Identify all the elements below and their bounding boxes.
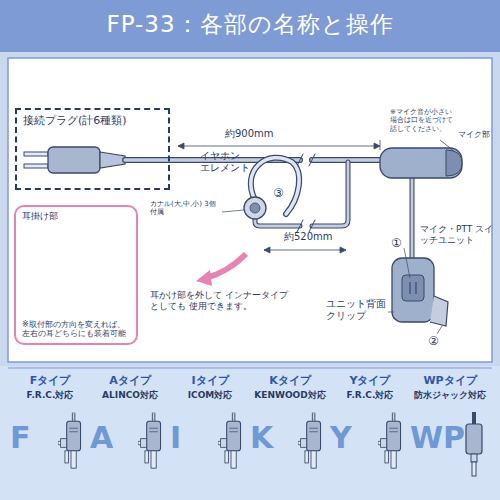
note: ※マイク音が小さい場合は口を近づけて話してください。 — [390, 108, 454, 133]
note: カナル(大,中,小) 3個付属 — [150, 200, 222, 217]
note: 耳かけ部を外して インナータイプとしても 使用できます。 — [150, 290, 290, 312]
type-name: Iタイプ — [170, 374, 250, 387]
type-letter: A — [90, 420, 142, 456]
part-name: 耳掛け部 — [22, 211, 130, 222]
dimension: 約900mm — [225, 128, 295, 140]
part-name: イヤホン エレメント — [200, 150, 252, 174]
inset-box: 耳掛け部 ※取付部の方向を変えれば、左右の耳どちらにも装着可能 — [14, 205, 138, 345]
part-name: マイク部 — [458, 130, 494, 140]
compatibility: ICOM対応 — [170, 390, 250, 401]
type-name: WPタイプ — [410, 374, 490, 387]
type-name: Yタイプ — [330, 374, 410, 387]
note: ※取付部の方向を変えれば、左右の耳どちらにも装着可能 — [22, 320, 130, 339]
type-letter: K — [250, 420, 302, 456]
compatibility: KENWOOD対応 — [250, 390, 330, 401]
compatibility: F.R.C.対応 — [10, 390, 90, 401]
callout-number: ① — [391, 236, 407, 250]
type-letter: I — [170, 420, 222, 456]
type-name: Fタイプ — [10, 374, 90, 387]
title: FP-33：各部の名称と操作 — [0, 11, 500, 39]
type-letter: WP — [410, 420, 462, 456]
part-name: 接続プラグ(計6種類) — [23, 114, 162, 127]
dimension: 約520mm — [284, 231, 344, 243]
callout-number: ② — [428, 334, 444, 348]
compatibility: 防水ジャック対応 — [410, 390, 490, 401]
part-name: ユニット背面 クリップ — [326, 298, 388, 322]
part-name: マイク・PTT スイッチユニット — [420, 224, 496, 246]
type-letter: Y — [330, 420, 382, 456]
type-name: Kタイプ — [250, 374, 330, 387]
compatibility: F.R.C.対応 — [330, 390, 410, 401]
compatibility: ALINCO対応 — [90, 390, 170, 401]
type-name: Aタイプ — [90, 374, 170, 387]
plug-box: 接続プラグ(計6種類) — [15, 108, 170, 190]
callout-number: ③ — [273, 186, 289, 200]
type-letter: F — [10, 420, 62, 456]
